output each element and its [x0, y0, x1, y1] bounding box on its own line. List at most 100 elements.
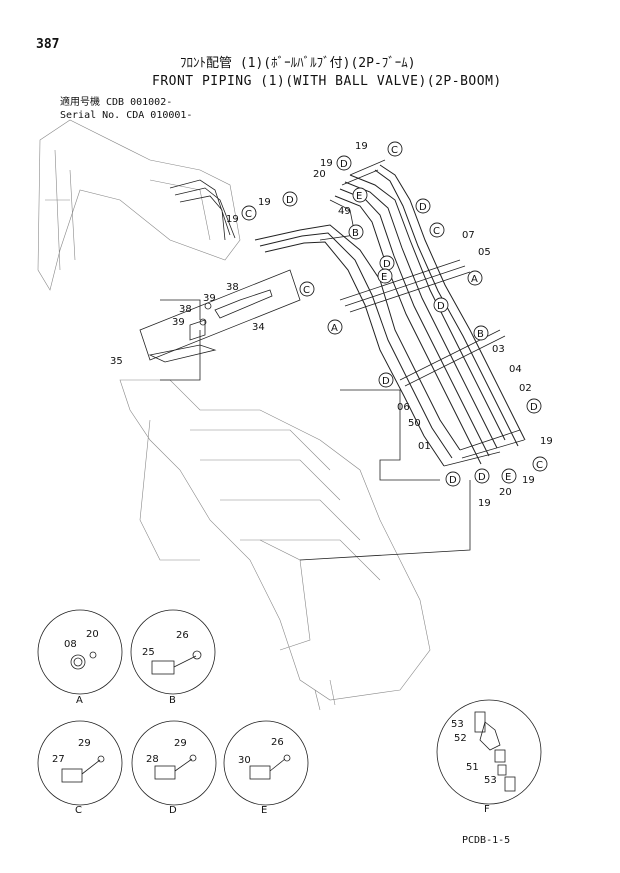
callout-d-1: D: [336, 155, 352, 171]
svg-text:B: B: [477, 329, 484, 340]
callout-b-2: B: [473, 325, 489, 341]
svg-text:F: F: [484, 804, 490, 815]
svg-text:C: C: [391, 145, 398, 156]
main-circled-callouts: C D D C D B E C D A C A D B D D E C D D …: [241, 141, 548, 487]
svg-text:51: 51: [466, 762, 479, 773]
part-label: 07: [462, 230, 475, 241]
svg-text:29: 29: [78, 738, 91, 749]
leader-lines: [139, 269, 471, 561]
footer-code: PCDB-1-5: [462, 835, 511, 846]
svg-text:E: E: [356, 191, 362, 202]
svg-text:27: 27: [52, 754, 65, 765]
callout-c-2: C: [241, 205, 257, 221]
part-label: 49: [338, 206, 351, 217]
callout-e-3: E: [377, 268, 393, 284]
part-label: 35: [110, 356, 123, 367]
part-label: 19: [226, 214, 239, 225]
part-label: 04: [509, 364, 522, 375]
svg-text:A: A: [471, 274, 478, 285]
svg-text:28: 28: [146, 754, 159, 765]
svg-text:29: 29: [174, 738, 187, 749]
part-label: 19: [522, 475, 535, 486]
part-label: 39: [203, 293, 216, 304]
svg-text:53: 53: [484, 775, 497, 786]
svg-text:B: B: [352, 228, 359, 239]
part-label: 20: [313, 169, 326, 180]
part-label: 02: [519, 383, 532, 394]
part-label: 20: [499, 487, 512, 498]
pipe-bundle: [254, 159, 526, 467]
detail-e: 30 26 E: [223, 720, 309, 816]
title-english: FRONT PIPING (1)(WITH BALL VALVE)(2P-BOO…: [152, 74, 502, 89]
serial-line-2: Serial No. CDA 010001-: [60, 110, 193, 121]
callout-e-2: E: [501, 468, 517, 484]
part-label: 05: [478, 247, 491, 258]
callout-d-3: D: [415, 198, 431, 214]
svg-text:52: 52: [454, 733, 467, 744]
boom-silhouette: [37, 119, 431, 711]
detail-a: 08 20 A: [37, 609, 123, 706]
page-number: 387: [36, 37, 60, 52]
svg-text:D: D: [419, 202, 427, 213]
svg-text:D: D: [478, 472, 486, 483]
svg-text:A: A: [76, 695, 83, 706]
svg-text:D: D: [340, 159, 348, 170]
part-label: 50: [408, 418, 421, 429]
serial-block: 適用号機 CDB 001002- Serial No. CDA 010001-: [60, 96, 192, 122]
svg-text:E: E: [261, 805, 267, 816]
svg-text:08: 08: [64, 639, 77, 650]
svg-text:C: C: [75, 805, 82, 816]
svg-text:A: A: [331, 323, 338, 334]
part-label: 19: [320, 158, 333, 169]
svg-text:C: C: [245, 209, 252, 220]
svg-text:D: D: [383, 259, 391, 270]
part-label: 39: [172, 317, 185, 328]
svg-text:D: D: [437, 301, 445, 312]
callout-b-1: B: [348, 224, 364, 240]
detail-b: 25 26 B: [130, 609, 216, 706]
svg-text:D: D: [449, 475, 457, 486]
part-label: 19: [540, 436, 553, 447]
svg-text:26: 26: [176, 630, 189, 641]
svg-text:30: 30: [238, 755, 251, 766]
callout-a-1: A: [467, 270, 483, 286]
detail-c: 27 29 C: [37, 720, 123, 816]
svg-text:26: 26: [271, 737, 284, 748]
svg-text:20: 20: [86, 629, 99, 640]
callout-c-5: C: [532, 456, 548, 472]
svg-text:C: C: [536, 460, 543, 471]
callout-d-2: D: [282, 191, 298, 207]
part-label: 34: [252, 322, 265, 333]
svg-text:D: D: [530, 402, 538, 413]
svg-text:53: 53: [451, 719, 464, 730]
clamp-assembly: [148, 289, 273, 363]
callout-d-6: D: [378, 372, 394, 388]
callout-d-7: D: [526, 398, 542, 414]
part-label: 19: [478, 498, 491, 509]
svg-text:C: C: [433, 226, 440, 237]
serial-line-1: 適用号機 CDB 001002-: [60, 97, 173, 108]
title-japanese: ﾌﾛﾝﾄ配管 (1)(ﾎﾞｰﾙﾊﾞﾙﾌﾞ付)(2P-ﾌﾞｰﾑ): [180, 56, 416, 71]
part-label: 38: [226, 282, 239, 293]
part-label: 19: [258, 197, 271, 208]
callout-e-1: E: [352, 187, 368, 203]
svg-text:D: D: [169, 805, 177, 816]
svg-text:E: E: [381, 272, 387, 283]
part-label: 38: [179, 304, 192, 315]
part-label: 19: [355, 141, 368, 152]
callout-d-4: D: [379, 255, 395, 271]
svg-text:E: E: [505, 472, 511, 483]
svg-text:25: 25: [142, 647, 155, 658]
part-label: 06: [397, 402, 410, 413]
svg-text:D: D: [286, 195, 294, 206]
svg-text:B: B: [169, 695, 176, 706]
callout-d-8: D: [445, 471, 461, 487]
upper-hoses: [169, 179, 236, 241]
detail-d: 28 29 D: [131, 720, 217, 816]
callout-a-2: A: [327, 319, 343, 335]
callout-c-3: C: [429, 222, 445, 238]
callout-d-9: D: [474, 468, 490, 484]
svg-text:D: D: [382, 376, 390, 387]
part-label: 03: [492, 344, 505, 355]
